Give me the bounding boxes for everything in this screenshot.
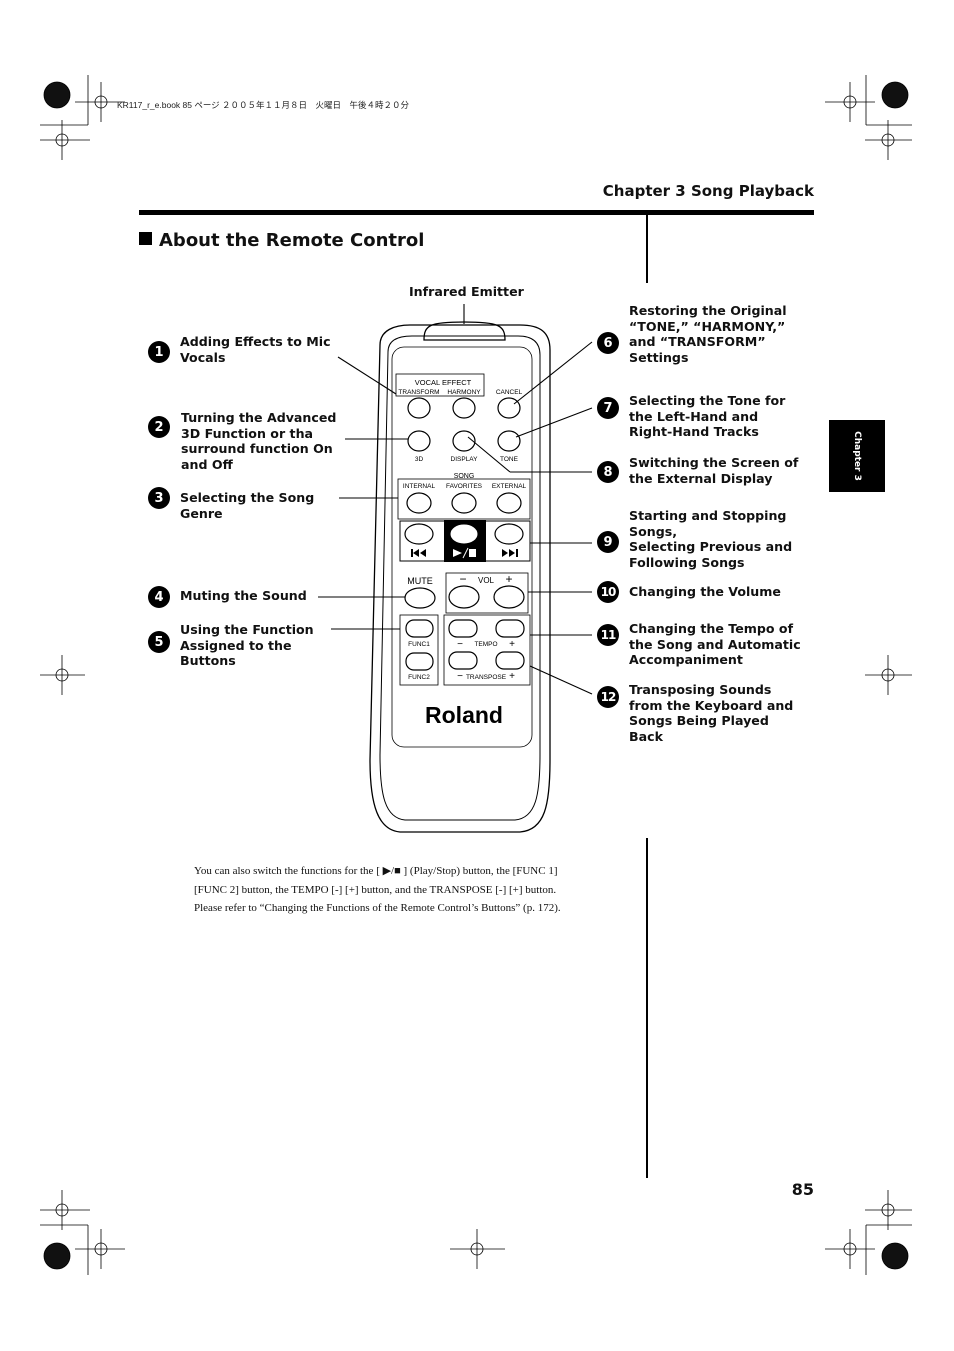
section-title: About the Remote Control bbox=[139, 230, 424, 251]
transpose-minus-label: − bbox=[457, 671, 463, 682]
body-line: [FUNC 2] button, the TEMPO [-] [+] butto… bbox=[194, 883, 557, 896]
cancel-label: CANCEL bbox=[496, 389, 523, 396]
infrared-emitter-label: Infrared Emitter bbox=[409, 284, 524, 299]
harmony-label: HARMONY bbox=[447, 389, 481, 396]
callout-number-3: 3 bbox=[148, 487, 170, 509]
heading-rule bbox=[139, 210, 814, 215]
page-number: 85 bbox=[791, 1180, 814, 1199]
chapter-side-tab: Chapter 3 bbox=[829, 420, 885, 492]
callout-leader-lines bbox=[318, 304, 593, 695]
tempo-plus-label: + bbox=[509, 639, 515, 650]
transpose-plus-label: + bbox=[509, 671, 515, 682]
callout-4-label: Muting the Sound bbox=[180, 588, 307, 603]
func1-label: FUNC1 bbox=[408, 641, 430, 648]
body-line: You can also switch the functions for th… bbox=[194, 865, 558, 877]
internal-label: INTERNAL bbox=[403, 483, 436, 490]
callout-6-label: Restoring the Original“TONE,” “HARMONY,”… bbox=[629, 303, 787, 365]
chapter-heading: Chapter 3 Song Playback bbox=[602, 182, 814, 200]
transpose-label: TRANSPOSE bbox=[466, 674, 507, 681]
callout-number-7: 7 bbox=[597, 397, 619, 419]
body-line: Please refer to “Changing the Functions … bbox=[194, 902, 561, 914]
callout-number-11: 11 bbox=[597, 624, 619, 646]
callout-number-2: 2 bbox=[148, 416, 170, 438]
3d-label: 3D bbox=[415, 456, 424, 463]
tempo-minus-label: − bbox=[457, 639, 463, 650]
mute-label: MUTE bbox=[407, 576, 433, 586]
callout-number-1: 1 bbox=[148, 341, 170, 363]
print-header: KR117_r_e.book 85 ページ ２００５年１１月８日 火曜日 午後４… bbox=[117, 100, 410, 110]
callout-number-8: 8 bbox=[597, 461, 619, 483]
body-paragraph: You can also switch the functions for th… bbox=[194, 862, 634, 918]
external-label: EXTERNAL bbox=[492, 483, 527, 490]
vol-label: VOL bbox=[478, 576, 495, 585]
margin-rule-bottom bbox=[646, 838, 648, 1178]
roland-logo: Roland bbox=[425, 702, 503, 728]
callout-10-label: Changing the Volume bbox=[629, 584, 781, 599]
callout-number-5: 5 bbox=[148, 631, 170, 653]
section-bullet-icon bbox=[139, 232, 152, 245]
callout-number-10: 10 bbox=[597, 581, 619, 603]
vol-plus-label: + bbox=[505, 572, 512, 586]
favorites-label: FAVORITES bbox=[446, 483, 483, 490]
callout-number-9: 9 bbox=[597, 531, 619, 553]
func2-label: FUNC2 bbox=[408, 674, 430, 681]
margin-rule-top bbox=[646, 215, 648, 283]
callout-number-6: 6 bbox=[597, 332, 619, 354]
tempo-label: TEMPO bbox=[474, 641, 497, 648]
song-label: SONG bbox=[454, 473, 475, 480]
vol-minus-label: − bbox=[459, 572, 466, 586]
tone-label: TONE bbox=[500, 456, 519, 463]
callout-number-4: 4 bbox=[148, 586, 170, 608]
callout-number-12: 12 bbox=[597, 686, 619, 708]
transform-label: TRANSFORM bbox=[398, 389, 439, 396]
display-label: DISPLAY bbox=[451, 456, 479, 463]
vocal-effect-label: VOCAL EFFECT bbox=[415, 378, 472, 387]
